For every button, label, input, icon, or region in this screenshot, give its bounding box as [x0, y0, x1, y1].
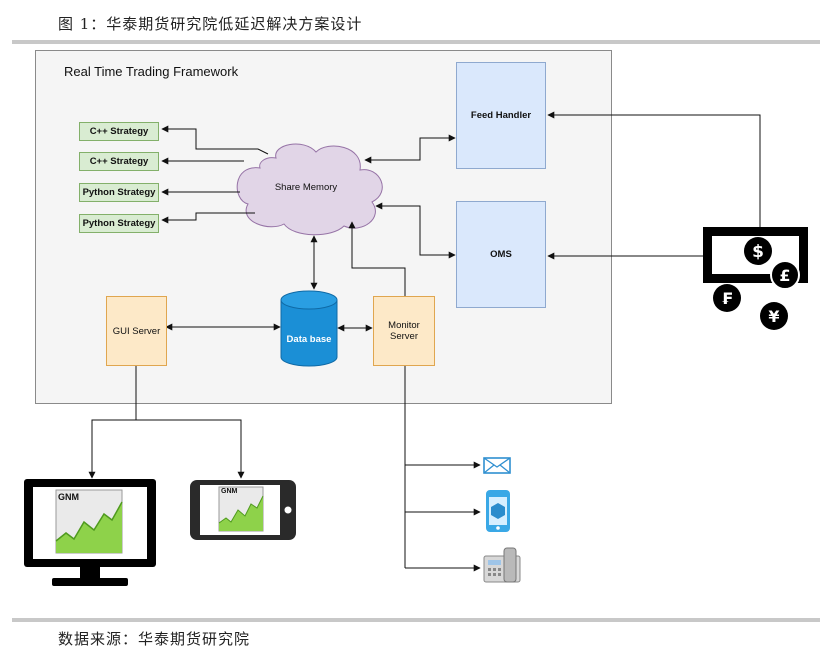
svg-text:₣: ₣ — [721, 289, 732, 308]
cloud-feed-handler-link — [364, 134, 456, 164]
money-icon: $ £ ₣ ¥ — [703, 227, 808, 330]
yen-icon — [760, 302, 788, 330]
svg-text:£: £ — [779, 266, 790, 285]
share-memory-cloud — [236, 143, 383, 236]
framework-title: Real Time Trading Framework — [64, 64, 239, 79]
gui-display-links — [91, 366, 242, 478]
mail-icon — [483, 457, 511, 474]
pound-icon — [770, 260, 800, 290]
source-caption: 数据来源：华泰期货研究院 — [58, 630, 251, 648]
phone-icon — [486, 490, 510, 532]
strategy-box-2: C++ Strategy — [79, 152, 159, 171]
monitor-notification-links — [404, 365, 478, 569]
monitor-chart-label: GNM — [58, 492, 79, 502]
svg-text:¥: ¥ — [768, 307, 779, 326]
svg-text:$: $ — [752, 242, 764, 262]
database-label: Data base — [286, 334, 332, 345]
exchange-feed-handler-link — [547, 111, 761, 230]
oms-box: OMS — [456, 201, 546, 308]
share-memory-label: Share Memory — [274, 182, 338, 193]
figure-caption: 图 1：华泰期货研究院低延迟解决方案设计 — [58, 15, 363, 33]
tablet-icon — [190, 480, 296, 540]
franc-icon — [713, 284, 741, 312]
bottom-rule — [12, 618, 820, 622]
strategy-box-4: Python Strategy — [79, 214, 159, 233]
dollar-icon — [744, 237, 772, 265]
strategy-box-1: C++ Strategy — [79, 122, 159, 141]
tablet-chart-label: GNM — [221, 488, 238, 495]
database-cylinder — [280, 290, 338, 367]
strategy-connectors — [161, 125, 269, 224]
feed-handler-box: Feed Handler — [456, 62, 546, 169]
monitor-icon — [24, 479, 156, 586]
cloud-oms-link — [375, 202, 456, 259]
monitor-server-box: Monitor Server — [373, 296, 435, 366]
telephone-icon — [483, 547, 521, 583]
top-rule — [12, 40, 820, 44]
monitor-cloud-link — [348, 221, 406, 296]
gui-server-box: GUI Server — [106, 296, 167, 366]
strategy-box-3: Python Strategy — [79, 183, 159, 202]
